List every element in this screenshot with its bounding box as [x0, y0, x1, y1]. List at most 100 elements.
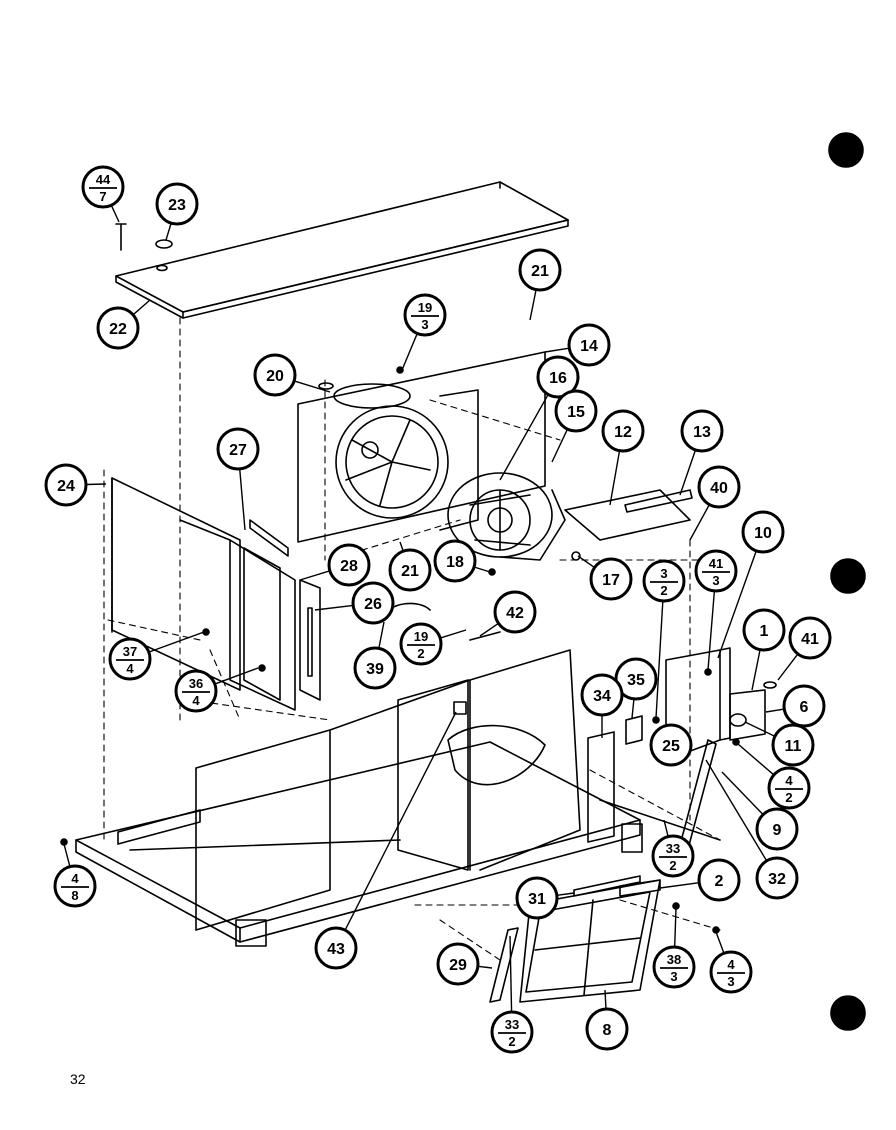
callout-leader-line	[85, 483, 107, 486]
callout-text: 34	[593, 688, 611, 705]
callout-leader-line	[544, 347, 570, 353]
callout-18: 18	[433, 539, 491, 583]
callout-circle	[53, 864, 97, 908]
callout-text: 4	[785, 773, 793, 788]
callout-43: 43	[314, 711, 457, 970]
callout-21b: 21	[388, 541, 432, 592]
callout-circle	[155, 182, 199, 226]
callout-text: 8	[603, 1022, 612, 1039]
callout-10: 10	[717, 510, 785, 659]
callout-circle	[697, 465, 741, 509]
callout-31: 31	[515, 876, 575, 920]
callout-25: 25	[649, 723, 693, 767]
callout-circle	[433, 539, 477, 583]
callout-text: 4	[126, 661, 134, 676]
left-side-panel-part	[111, 477, 241, 691]
callout-leader-line	[439, 629, 467, 639]
bracket-42-part	[469, 631, 501, 641]
callout-circle	[589, 557, 633, 601]
callout-leader-line	[132, 299, 151, 316]
callout-15: 15	[551, 389, 598, 463]
callout-leader-line	[378, 621, 385, 649]
callout-6: 6	[765, 684, 826, 728]
callout-4-8: 48	[53, 843, 97, 908]
callout-text: 25	[662, 738, 680, 755]
callout-text: 4	[71, 871, 79, 886]
callout-circle	[651, 834, 695, 878]
callout-42: 42	[479, 590, 537, 637]
partition-wall-part	[195, 649, 581, 931]
binder-hole-middle	[830, 558, 866, 594]
callout-41-3: 413	[694, 549, 738, 671]
callout-leader-line	[679, 449, 697, 496]
callout-text: 19	[414, 629, 428, 644]
callout-leader-line	[401, 333, 418, 371]
callout-leader-line	[737, 743, 775, 776]
callout-text: 29	[449, 957, 467, 974]
part-drawings	[60, 132, 866, 1031]
callout-text: 41	[801, 631, 819, 648]
callout-text: 2	[508, 1034, 515, 1049]
callout-text: 28	[340, 558, 358, 575]
callout-text: 8	[71, 888, 78, 903]
callout-text: 38	[667, 952, 681, 967]
callout-leader-line	[473, 566, 491, 573]
callout-text: 18	[446, 554, 464, 571]
callout-text: 16	[549, 370, 567, 387]
callout-26: 26	[314, 581, 395, 625]
callout-leader-line	[663, 819, 669, 837]
callout-circle	[755, 807, 799, 851]
callout-circle	[216, 427, 260, 471]
callout-text: 43	[327, 941, 345, 958]
callout-19-3: 193	[401, 293, 447, 371]
callout-37-4: 374	[108, 631, 205, 681]
binder-hole-top	[828, 132, 864, 168]
callout-leader-line	[299, 570, 331, 581]
callout-text: 36	[189, 676, 203, 691]
callout-text: 13	[693, 424, 711, 441]
callout-17: 17	[577, 555, 633, 601]
callout-leader-line	[293, 380, 331, 393]
callout-text: 22	[109, 321, 127, 338]
callout-text: 2	[785, 790, 792, 805]
callout-leader-line	[479, 622, 499, 637]
motor-mount-part	[564, 489, 693, 541]
callout-circle	[108, 637, 152, 681]
callout-leader-line	[577, 555, 595, 569]
callout-circle	[536, 355, 580, 399]
callout-leader-line	[239, 468, 246, 531]
callout-text: 35	[627, 672, 645, 689]
callout-circle	[771, 723, 815, 767]
callout-11: 11	[744, 721, 815, 767]
callout-text: 24	[57, 478, 75, 495]
callout-circle	[399, 622, 443, 666]
control-panel-part	[665, 647, 777, 761]
callout-circle	[601, 409, 645, 453]
callout-text: 7	[99, 189, 106, 204]
callout-12: 12	[601, 409, 645, 506]
callout-leader-line	[631, 698, 635, 719]
callout-text: 6	[800, 699, 809, 716]
callout-text: 33	[505, 1017, 519, 1032]
callout-16: 16	[499, 355, 580, 481]
callout-leader-line	[314, 604, 354, 611]
callout-text: 2	[669, 858, 676, 873]
callout-text: 40	[710, 480, 728, 497]
callout-23: 23	[155, 182, 199, 241]
callout-leader-line	[673, 907, 677, 948]
callout-21a: 21	[518, 248, 562, 321]
callout-leader-line	[655, 600, 664, 719]
coil-assembly-part	[229, 519, 321, 711]
callout-leader-line	[556, 892, 575, 897]
callout-circle	[694, 549, 738, 593]
callout-9: 9	[721, 771, 799, 851]
callout-text: 42	[506, 605, 524, 622]
callout-text: 27	[229, 442, 247, 459]
callout-36-4: 364	[174, 667, 259, 713]
callout-8: 8	[585, 989, 629, 1051]
callout-leader-line	[148, 631, 205, 653]
callout-circle	[515, 876, 559, 920]
binder-hole-bottom	[830, 995, 866, 1031]
callout-circle	[767, 766, 811, 810]
